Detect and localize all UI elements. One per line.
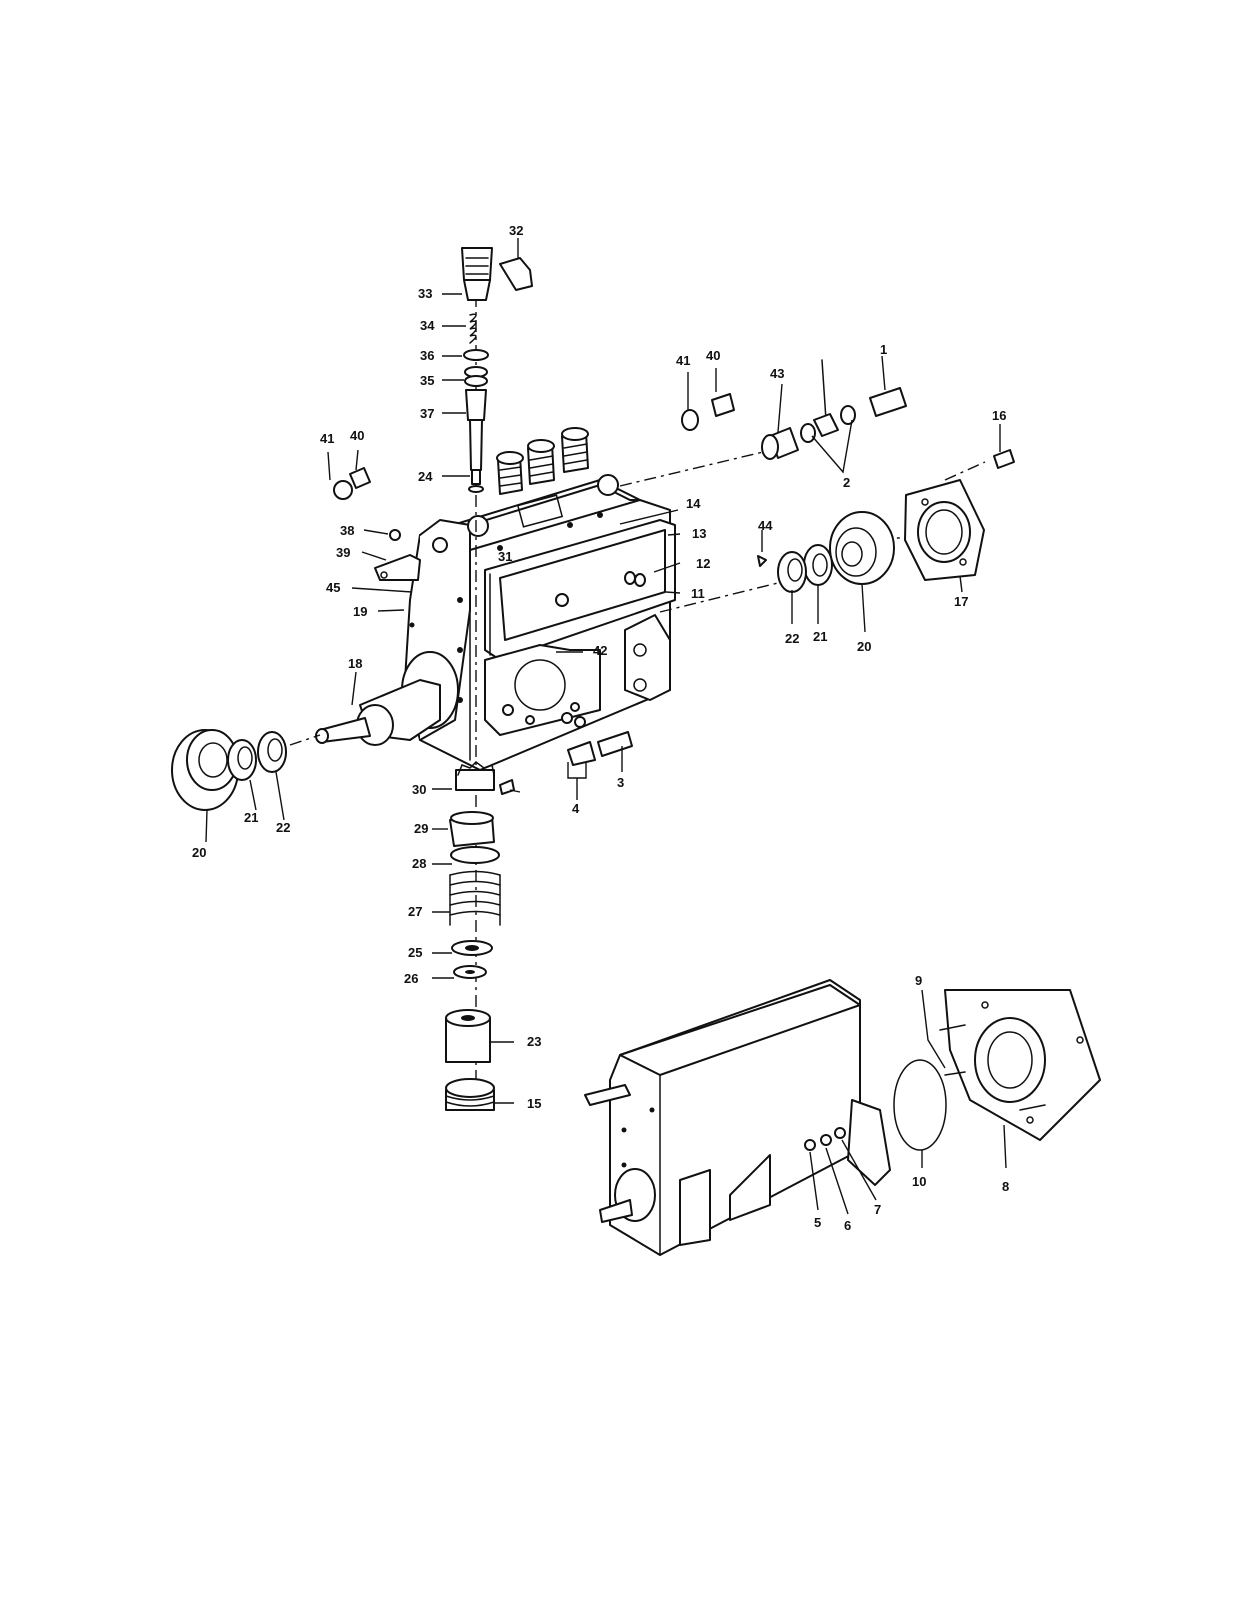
callout-22: 22 (785, 631, 799, 646)
callout-19: 19 (353, 604, 367, 619)
callout-4: 4 (572, 801, 580, 816)
callout-15: 15 (527, 1096, 541, 1111)
callout-31: 31 (498, 549, 512, 564)
callout-28: 28 (412, 856, 426, 871)
callout-20: 20 (857, 639, 871, 654)
callout-11: 11 (691, 586, 705, 601)
callout-41-right: 41 (676, 353, 690, 368)
callout-37: 37 (420, 406, 434, 421)
callout-44: 44 (758, 518, 773, 533)
callout-38: 38 (340, 523, 354, 538)
callout-17: 17 (954, 594, 968, 609)
callout-5: 5 (814, 1215, 821, 1230)
callout-36: 36 (420, 348, 434, 363)
callout-9: 9 (915, 973, 922, 988)
callout-8: 8 (1002, 1179, 1009, 1194)
callout-21-left: 21 (244, 810, 258, 825)
bearing-left (172, 730, 320, 810)
callout-24: 24 (418, 469, 433, 484)
callout-34: 34 (420, 318, 435, 333)
callout-42: 42 (593, 643, 607, 658)
callout-23: 23 (527, 1034, 541, 1049)
tappet-group (446, 762, 514, 1110)
callout-6: 6 (844, 1218, 851, 1233)
callout-labels: 1 2 3 4 5 6 7 8 9 10 11 12 13 14 15 16 1… (192, 223, 1009, 1233)
callout-40-right: 40 (706, 348, 720, 363)
callout-40-left: 40 (350, 428, 364, 443)
callout-30: 30 (412, 782, 426, 797)
callout-13: 13 (692, 526, 706, 541)
housing-rear-view (585, 980, 1100, 1255)
callout-43: 43 (770, 366, 784, 381)
callout-39: 39 (336, 545, 350, 560)
callout-26: 26 (404, 971, 418, 986)
callout-41-left: 41 (320, 431, 334, 446)
callout-27: 27 (408, 904, 422, 919)
callout-35: 35 (420, 373, 434, 388)
callout-12: 12 (696, 556, 710, 571)
callout-45: 45 (326, 580, 340, 595)
callout-29: 29 (414, 821, 428, 836)
callout-33: 33 (418, 286, 432, 301)
callout-21: 21 (813, 629, 827, 644)
callout-2: 2 (843, 475, 850, 490)
callout-7: 7 (874, 1202, 881, 1217)
callout-16: 16 (992, 408, 1006, 423)
callout-20-left: 20 (192, 845, 206, 860)
callout-25: 25 (408, 945, 422, 960)
callout-3: 3 (617, 775, 624, 790)
callout-14: 14 (686, 496, 701, 511)
callout-32: 32 (509, 223, 523, 238)
callout-18: 18 (348, 656, 362, 671)
callout-leaders (206, 238, 1006, 1214)
callout-10: 10 (912, 1174, 926, 1189)
callout-22-left: 22 (276, 820, 290, 835)
callout-1: 1 (880, 342, 887, 357)
delivery-valve-holders (497, 428, 588, 494)
